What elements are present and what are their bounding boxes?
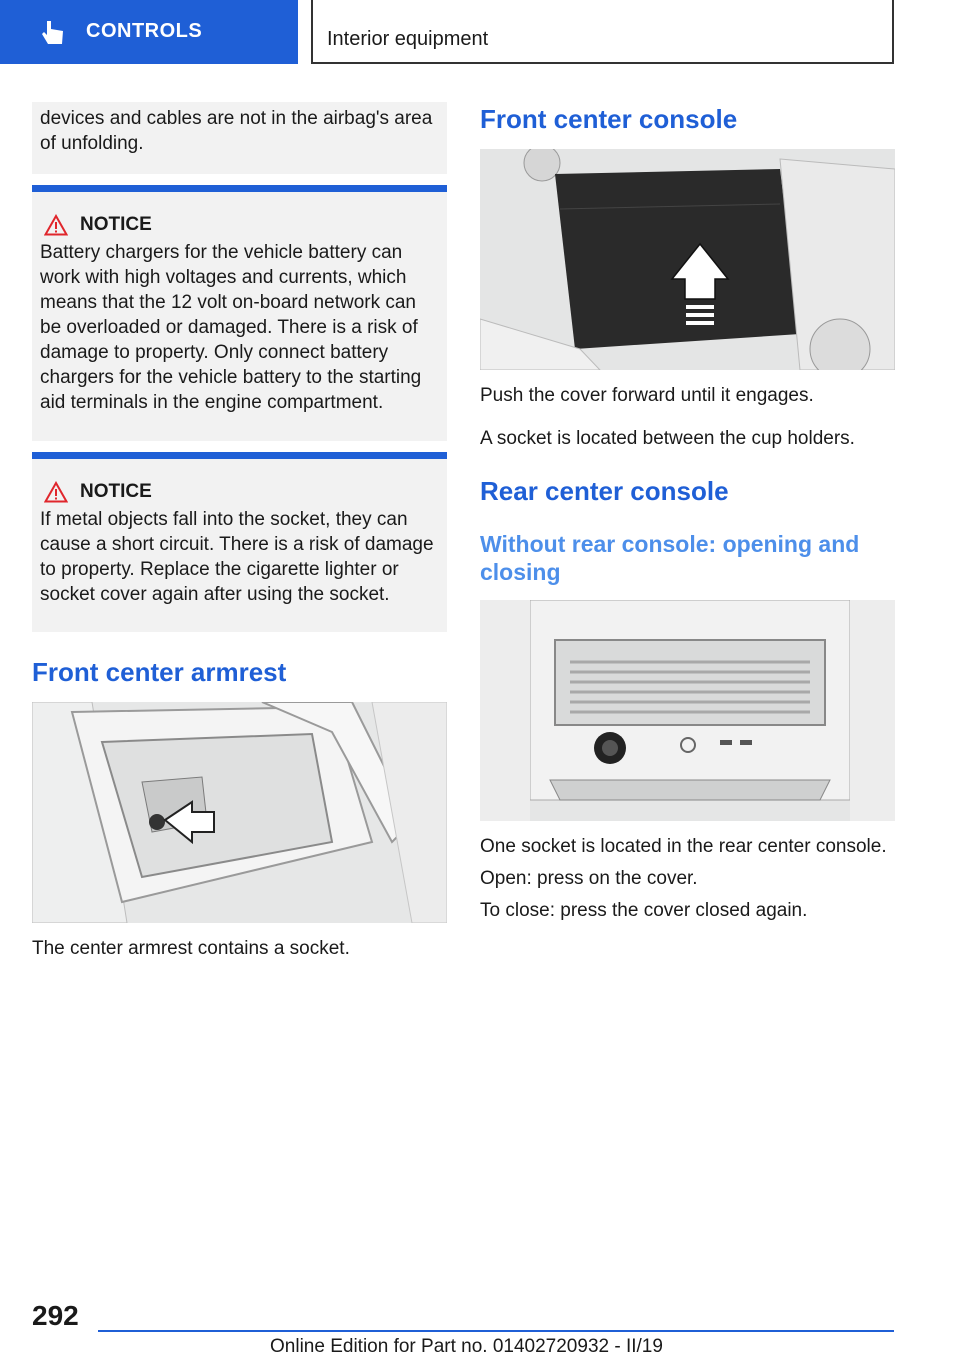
notice-heading: NOTICE xyxy=(40,214,439,236)
pointing-hand-icon xyxy=(42,21,63,44)
heading-front-center-console: Front center console xyxy=(480,104,738,134)
notice-heading: NOTICE xyxy=(40,481,439,503)
section-tab: CONTROLS xyxy=(0,0,298,64)
heading-rear-center-console: Rear center console xyxy=(480,476,729,506)
notice-text-battery: Battery chargers for the vehicle battery… xyxy=(40,242,422,413)
warning-triangle-icon xyxy=(44,214,68,236)
notice-box-battery: NOTICE Battery chargers for the vehicle … xyxy=(32,185,447,441)
notice-box-socket: NOTICE If metal objects fall into the so… xyxy=(32,452,447,632)
rear-console-text-1: One socket is located in the rear center… xyxy=(480,836,887,857)
rear-console-text-3: To close: press the cover closed again. xyxy=(480,900,808,921)
rear-console-text-2: Open: press on the cover. xyxy=(480,868,698,889)
notice-heading-text: NOTICE xyxy=(80,214,152,235)
notice-heading-text: NOTICE xyxy=(80,481,152,502)
warning-triangle-icon xyxy=(44,481,68,503)
footer-edition: Online Edition for Part no. 01402720932 … xyxy=(270,1336,663,1357)
front-console-text-1: Push the cover forward until it engages. xyxy=(480,385,814,406)
chapter-header: Interior equipment xyxy=(311,0,894,64)
notice-text-socket: If metal objects fall into the socket, t… xyxy=(40,509,434,605)
footer-rule xyxy=(98,1330,894,1332)
continued-warning-text: devices and cables are not in the airbag… xyxy=(40,108,433,154)
armrest-caption: The center armrest contains a socket. xyxy=(32,938,350,959)
front-console-text-2: A socket is located between the cup hold… xyxy=(480,428,855,449)
continued-warning-box: devices and cables are not in the airbag… xyxy=(32,102,447,174)
subheading-opening-closing: Without rear console: opening and closin… xyxy=(480,531,860,585)
rear-console-illustration xyxy=(480,600,895,821)
page-number: 292 xyxy=(32,1300,79,1331)
armrest-illustration xyxy=(32,702,447,923)
front-console-illustration xyxy=(480,149,895,370)
heading-front-center-armrest: Front center armrest xyxy=(32,657,287,687)
chapter-title: Interior equipment xyxy=(327,28,489,50)
section-label: CONTROLS xyxy=(86,20,203,42)
